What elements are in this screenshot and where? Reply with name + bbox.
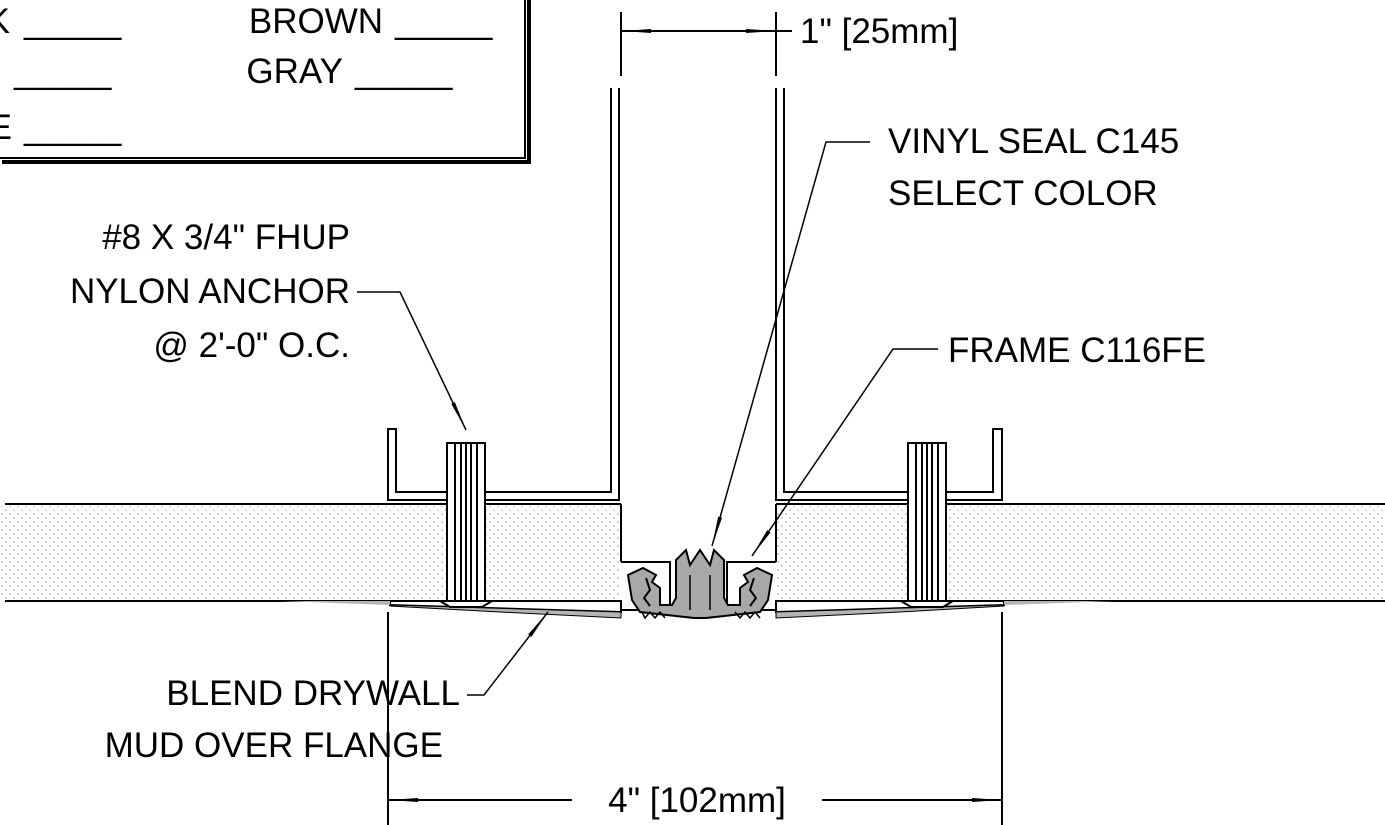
dimension-overall-width-label: 4" [102mm]: [608, 781, 786, 820]
drywall-left: [0, 506, 621, 600]
leader-anchor: [357, 291, 467, 431]
callout-vinyl-seal-line1: VINYL SEAL C145: [888, 122, 1179, 161]
drywall-right: [776, 506, 1385, 600]
leader-vinyl-seal: [711, 141, 870, 547]
vinyl-seal: [626, 548, 774, 620]
legend-blank-brown[interactable]: _____: [394, 2, 493, 41]
nylon-anchor-right: [897, 442, 957, 608]
legend-label-black: K: [0, 2, 10, 41]
legend-label-e: E: [0, 108, 12, 147]
color-legend-box: [0, 0, 531, 164]
callout-anchor-line3: @ 2'-0" O.C.: [153, 326, 350, 365]
callout-drywall-line1: BLEND DRYWALL: [166, 674, 460, 713]
legend-blank-e[interactable]: _____: [23, 108, 122, 147]
leader-frame: [751, 348, 938, 557]
dimension-seal-gap-label: 1" [25mm]: [800, 12, 958, 51]
legend-blank-gray[interactable]: _____: [354, 52, 453, 91]
legend-blank-2[interactable]: _____: [13, 52, 112, 91]
dimension-overall-width: [387, 612, 1003, 825]
legend-blank-black[interactable]: _____: [23, 2, 122, 41]
legend-label-brown: BROWN: [249, 2, 383, 41]
callout-anchor-line1: #8 X 3/4" FHUP: [102, 218, 350, 257]
drywall-mud: [280, 601, 1115, 619]
callout-drywall-line2: MUD OVER FLANGE: [105, 726, 443, 765]
nylon-anchor-left: [436, 442, 496, 608]
frame-left: [387, 88, 620, 501]
dimension-seal-gap: [620, 12, 792, 76]
leader-drywall-mud: [467, 611, 549, 696]
callout-frame: FRAME C116FE: [948, 331, 1206, 370]
legend-label-gray: GRAY: [246, 52, 343, 91]
callout-anchor-line2: NYLON ANCHOR: [70, 272, 350, 311]
frame-right: [775, 88, 1003, 501]
callout-vinyl-seal-line2: SELECT COLOR: [888, 174, 1158, 213]
